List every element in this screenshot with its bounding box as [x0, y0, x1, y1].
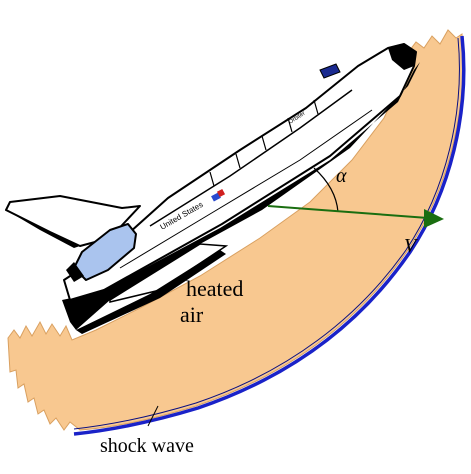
angle-of-attack-arc	[313, 167, 339, 213]
body-seam-lower	[119, 109, 373, 269]
payload-door-seam	[149, 89, 353, 227]
wing-leading-edge	[76, 250, 226, 334]
flag-patch	[211, 188, 226, 202]
engine-nozzle	[66, 262, 84, 282]
velocity-arrowhead	[424, 209, 444, 228]
space-shuttle: United States Orbiter	[5, 43, 420, 334]
shuttle-underside	[62, 62, 420, 330]
payload-door-segments	[209, 99, 319, 187]
shuttle-nose-dark	[388, 44, 416, 70]
shock-wave-label: shock wave	[100, 435, 194, 457]
engine-pod	[73, 223, 137, 281]
shock-wave-pointer	[147, 405, 159, 427]
velocity-arrow-shaft	[267, 205, 429, 219]
heated-air-label-line1: heated	[186, 276, 243, 301]
velocity-arrow	[267, 205, 444, 228]
tail-fin-dark-edge	[6, 210, 80, 248]
shock-wave-inner-line	[73, 37, 460, 430]
heated-air-label-line2: air	[180, 302, 204, 327]
alpha-label: α	[336, 165, 347, 187]
cockpit-window	[319, 63, 341, 79]
shock-wave-line	[73, 35, 466, 436]
velocity-label: V	[404, 235, 419, 257]
